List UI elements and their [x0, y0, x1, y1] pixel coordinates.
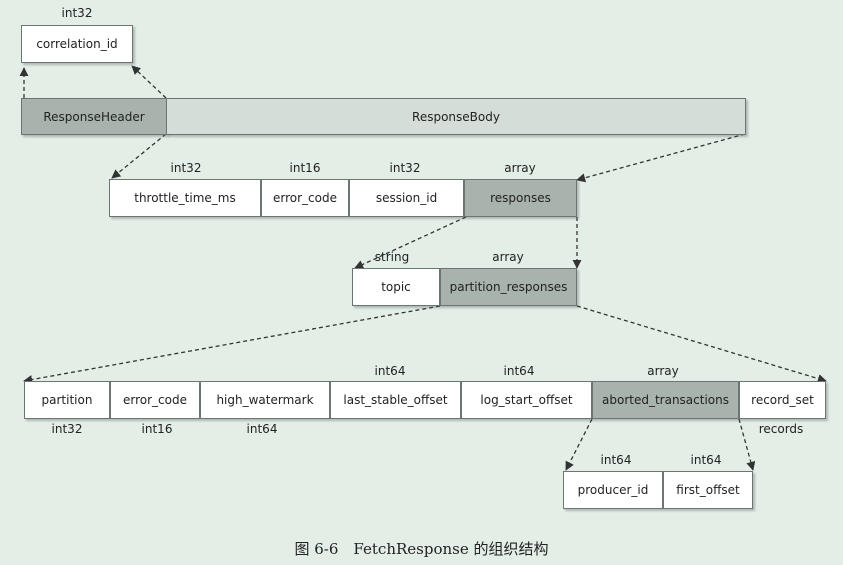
partition-error-code-type: int16 [141, 422, 173, 436]
responses-box: responses [464, 179, 577, 217]
figure-caption: 图 6-6 FetchResponse 的组织结构 [294, 540, 549, 558]
partition-error-code-box: error_code [110, 381, 200, 419]
arrow-body-to-responses [576, 133, 746, 183]
log-start-offset-box: log_start_offset [461, 381, 592, 419]
topic-box: topic [352, 268, 440, 306]
arrow-partition-responses-to-partition [23, 305, 441, 385]
arrow-header-to-correlation-right [131, 65, 167, 99]
high-watermark-type: int64 [246, 422, 278, 436]
body-error-code-type: int16 [289, 161, 321, 175]
partition-responses-type: array [492, 250, 524, 264]
arrow-aborted-to-first-offset [738, 418, 756, 471]
partition-responses-box: partition_responses [440, 268, 577, 306]
first-offset-box: first_offset [663, 471, 753, 509]
arrow-aborted-to-producer [565, 418, 593, 471]
topic-type: string [374, 250, 410, 264]
throttle-time-type: int32 [170, 161, 202, 175]
producer-id-type: int64 [600, 453, 632, 467]
first-offset-type: int64 [690, 453, 722, 467]
session-id-box: session_id [349, 179, 464, 217]
partition-type: int32 [51, 422, 83, 436]
arrow-body-to-throttle [111, 133, 167, 179]
partition-box: partition [24, 381, 110, 419]
log-start-offset-type: int64 [503, 364, 535, 378]
response-body-box: ResponseBody [166, 98, 746, 135]
correlation-id-type: int32 [61, 6, 93, 20]
correlation-id-box: correlation_id [21, 25, 133, 63]
body-error-code-box: error_code [261, 179, 349, 217]
session-id-type: int32 [389, 161, 421, 175]
arrow-responses-to-topic [354, 216, 467, 269]
producer-id-box: producer_id [563, 471, 663, 509]
aborted-transactions-box: aborted_transactions [592, 381, 739, 419]
last-stable-offset-type: int64 [374, 364, 406, 378]
high-watermark-box: high_watermark [200, 381, 330, 419]
responses-type: array [504, 161, 536, 175]
aborted-transactions-type: array [647, 364, 679, 378]
arrow-partition-responses-to-record-set [576, 305, 827, 383]
record-set-type: records [758, 422, 804, 436]
response-header-box: ResponseHeader [21, 98, 167, 135]
last-stable-offset-box: last_stable_offset [330, 381, 461, 419]
record-set-box: record_set [739, 381, 826, 419]
throttle-time-ms-box: throttle_time_ms [109, 179, 261, 217]
